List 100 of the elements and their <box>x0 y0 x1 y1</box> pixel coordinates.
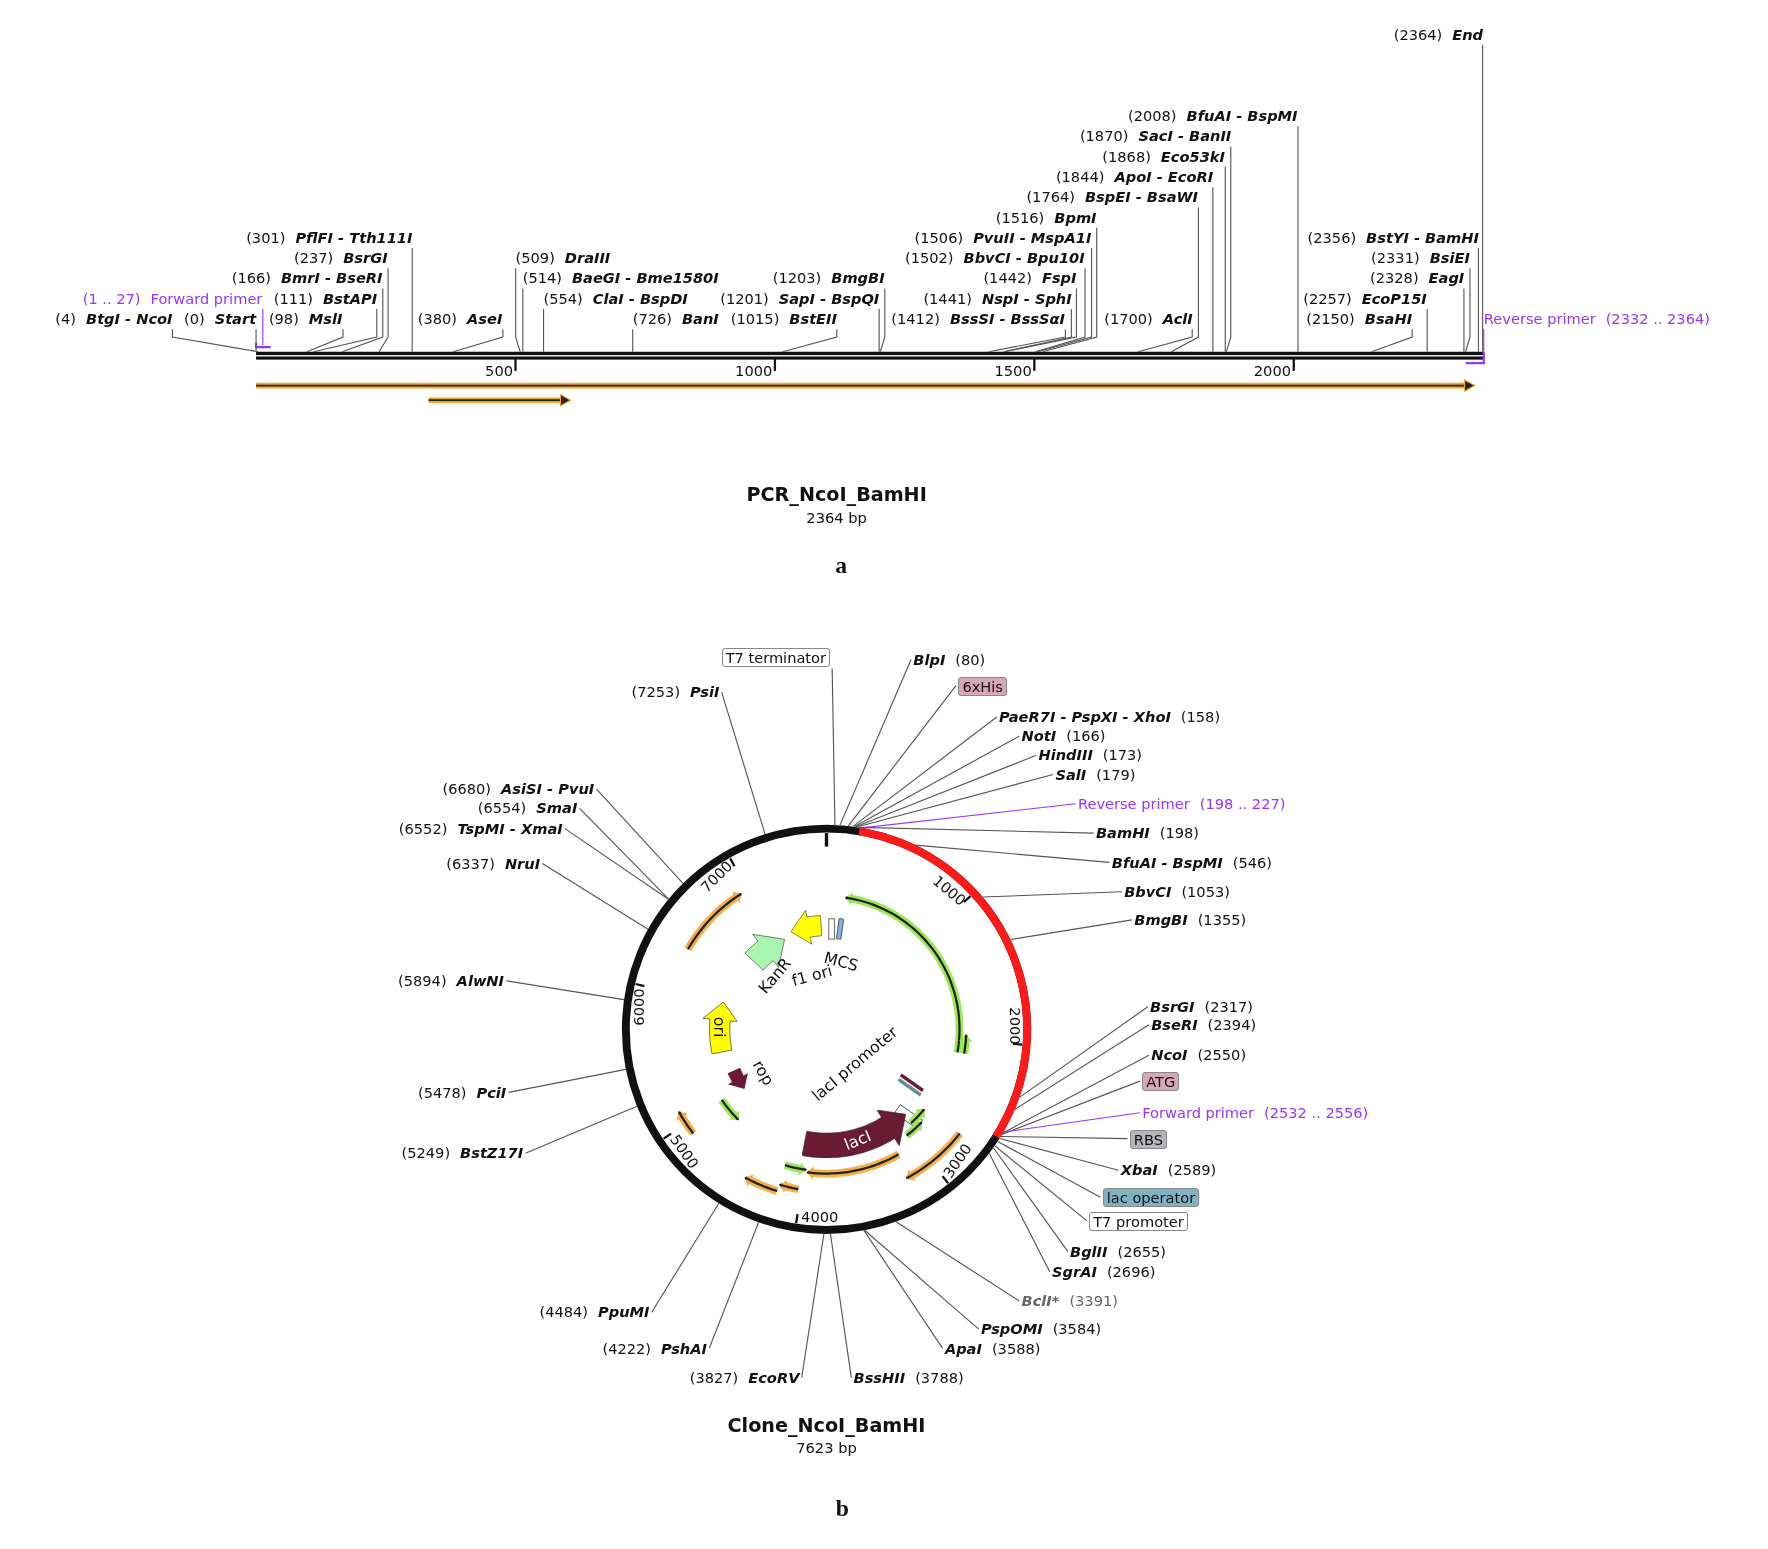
site-label: (554) ClaI - BspDI <box>543 289 688 307</box>
site-label: (514) BaeGI - Bme1580I <box>522 269 719 287</box>
site-label: (2331) BsiEI <box>1371 249 1470 267</box>
site-label: (1203) BmgBI <box>772 269 885 287</box>
site-label: NcoI (2550) <box>1151 1046 1247 1064</box>
leader-line <box>564 828 669 900</box>
leader-line <box>994 1145 1088 1222</box>
leader-line <box>411 247 413 353</box>
leader-line <box>1002 1054 1150 1134</box>
leader-line <box>988 328 1066 353</box>
leader-line <box>1042 227 1098 353</box>
site-label: (2008) BfuAI - BspMI <box>1128 107 1298 125</box>
sequence-length: 2364 bp <box>806 509 867 527</box>
primer-label: Reverse primer (198 .. 227) <box>1077 794 1286 812</box>
site-label: (301) PflFI - Tth111I <box>246 228 413 246</box>
leader-line <box>852 716 998 827</box>
site-label: (509) DraIII <box>515 249 611 267</box>
leader-line <box>782 328 838 353</box>
primer-label: Reverse primer (2332 .. 2364) <box>1483 310 1710 328</box>
leader-line <box>452 328 504 353</box>
leader-line <box>801 1233 825 1379</box>
leader-line <box>997 1140 1101 1198</box>
site-label: ApaI (3588) <box>944 1339 1041 1357</box>
feature-tag: ATG <box>1142 1072 1180 1092</box>
leader-line <box>1483 328 1485 353</box>
site-label: (166) BmrI - BseRI <box>231 269 383 287</box>
leader-line <box>1225 146 1232 353</box>
site-label: (111) BstAPI <box>273 289 378 307</box>
leader-line <box>831 667 836 826</box>
site-label: (6680) AsiSI - PvuI <box>442 780 595 798</box>
site-label: BseRI (2394) <box>1151 1015 1257 1033</box>
site-label: NotI (166) <box>1021 727 1106 745</box>
site-label: BglII (2655) <box>1070 1242 1166 1260</box>
leader-line <box>1212 186 1214 353</box>
site-label: (2356) BstYI - BamHI <box>1307 228 1479 246</box>
leader-line <box>1018 1006 1149 1098</box>
site-label: BmgBI (1355) <box>1134 911 1247 929</box>
site-label: (4484) PpuMI <box>539 1303 650 1321</box>
site-label: (5478) PciI <box>417 1083 507 1101</box>
leader-line <box>878 308 880 353</box>
leader-line <box>255 328 257 353</box>
leader-line <box>1014 1024 1150 1110</box>
leader-line <box>515 267 521 353</box>
feature-label: rop <box>749 1057 778 1090</box>
site-label: BssHII (3788) <box>853 1368 964 1386</box>
leader-line <box>313 308 378 353</box>
scale-label: 2000 <box>1006 1007 1024 1045</box>
leader-line <box>853 735 1020 828</box>
scale-label: 1000 <box>735 363 773 380</box>
leader-line <box>982 891 1123 898</box>
leader-line <box>1464 267 1471 353</box>
site-label: (98) MslI <box>268 310 343 328</box>
leader-line <box>1371 328 1413 353</box>
leader-line <box>1000 1135 1129 1140</box>
leader-line <box>262 308 264 346</box>
leader-line <box>992 1147 1069 1252</box>
site-label: PspOMI (3584) <box>980 1320 1102 1338</box>
leader-line <box>632 328 634 353</box>
site-label: BamHI (198) <box>1095 824 1200 842</box>
leader-line <box>1170 206 1199 353</box>
site-label: (237) BsrGI <box>293 249 388 267</box>
site-label: (1870) SacI - BanII <box>1079 127 1232 145</box>
leader-line <box>856 773 1054 828</box>
leader-line <box>579 807 670 900</box>
leader-line <box>1224 166 1226 353</box>
feature-tag: RBS <box>1129 1129 1167 1149</box>
leader-line <box>341 288 384 353</box>
leader-line <box>708 1221 760 1349</box>
site-label: XbaI (2589) <box>1120 1161 1217 1179</box>
leader-line <box>1463 288 1465 353</box>
feature-tag: T7 promoter <box>1089 1212 1188 1232</box>
leader-line <box>1034 267 1086 353</box>
leader-line <box>855 754 1037 828</box>
site-label: (1015) BstEII <box>730 310 837 328</box>
leader-line <box>1426 308 1428 353</box>
primer-label: (1 .. 27) Forward primer <box>82 289 263 307</box>
site-label: (726) BanI <box>632 310 719 328</box>
scale-label: 1500 <box>994 363 1032 380</box>
site-label: (1201) SapI - BspQI <box>720 289 880 307</box>
feature-tag: lac operator <box>1102 1188 1200 1208</box>
site-label: BsrGI (2317) <box>1150 997 1254 1015</box>
site-label: (1700) AclI <box>1104 310 1193 328</box>
site-label: (5894) AlwNI <box>398 971 505 989</box>
leader-line <box>721 691 766 835</box>
site-label: SalI (179) <box>1055 765 1136 783</box>
panel-letter: b <box>835 1496 849 1523</box>
panel-letter: a <box>835 552 848 579</box>
leader-line <box>895 1221 1020 1302</box>
leader-line <box>522 288 524 353</box>
leader-line <box>1001 1080 1141 1135</box>
site-label: (1868) Eco53kI <box>1102 147 1225 165</box>
leader-line <box>839 658 912 826</box>
leader-line <box>524 1105 638 1154</box>
site-label: HindIII (173) <box>1038 746 1143 764</box>
leader-line <box>541 863 649 930</box>
site-label: (4222) PshAI <box>602 1339 707 1357</box>
leader-line <box>915 844 1111 863</box>
site-label: (1506) PvuII - MspA1I <box>914 228 1092 246</box>
leader-line <box>542 308 545 353</box>
site-label: BclI* (3391) <box>1021 1292 1118 1310</box>
